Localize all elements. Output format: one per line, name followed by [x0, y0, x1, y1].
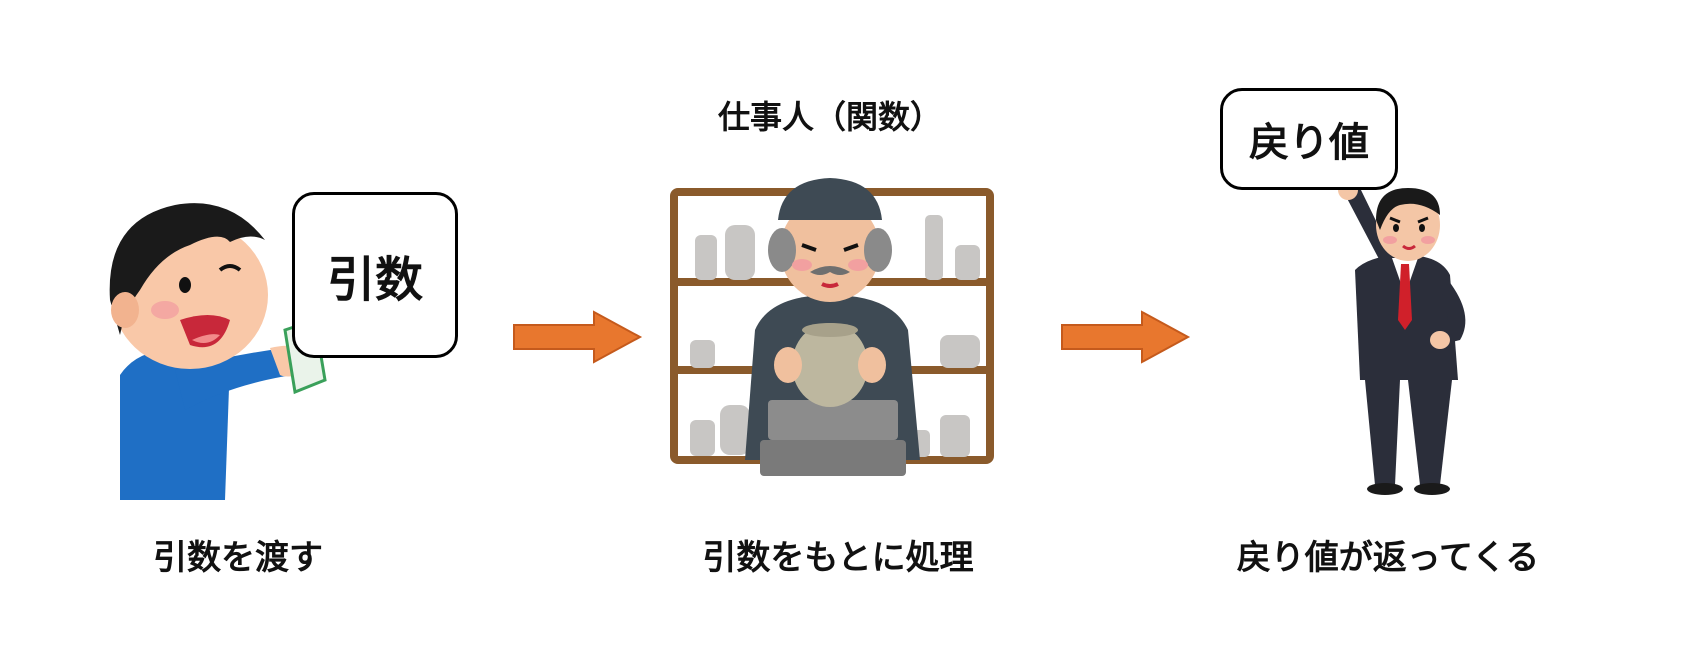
arrow-right-icon [1061, 310, 1191, 364]
arrow-right-icon [513, 310, 643, 364]
businessman-raising-hand-icon [1338, 180, 1466, 495]
argument-card: 引数 [292, 192, 458, 358]
return-value-card: 戻り値 [1220, 88, 1398, 190]
argument-card-text: 引数 [326, 252, 423, 308]
return-value-card-text: 戻り値 [1249, 120, 1369, 166]
left-caption: 引数を渡す [153, 538, 323, 578]
function-title: 仕事人（関数） [717, 98, 943, 136]
middle-caption: 引数をもとに処理 [702, 538, 974, 578]
right-caption: 戻り値が返ってくる [1236, 538, 1540, 578]
potter-at-wheel-icon [670, 178, 994, 476]
